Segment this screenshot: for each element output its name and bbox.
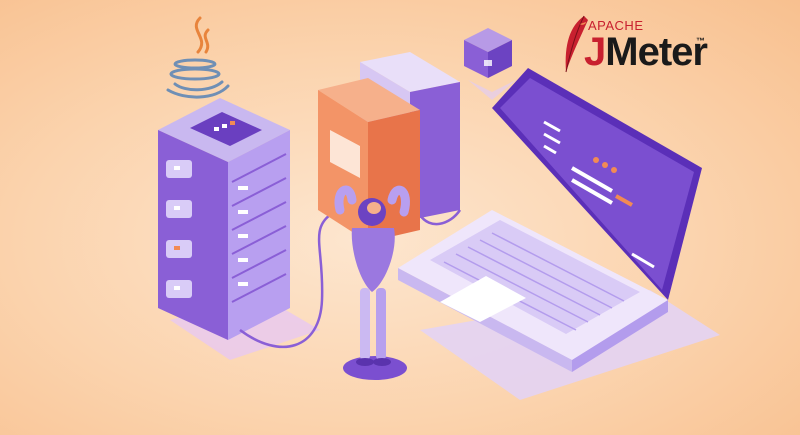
logo-brand-j: J <box>584 30 606 74</box>
logo-brand-text: JMeter <box>584 30 708 74</box>
logo-apache-text: APACHE <box>588 18 644 33</box>
trackpad <box>440 276 526 322</box>
laptop-screen-content <box>543 120 655 269</box>
cables <box>239 209 462 348</box>
server-rack <box>158 98 290 340</box>
logo-trademark: ™ <box>696 36 705 46</box>
cube-icon <box>464 28 516 100</box>
person <box>334 185 410 366</box>
jmeter-feather-icon <box>565 15 588 73</box>
laptop <box>398 68 702 372</box>
java-logo-icon <box>166 16 230 99</box>
logo-brand-rest: Meter <box>605 30 708 74</box>
jmeter-logo: APACHE JMeter ™ <box>560 14 720 84</box>
